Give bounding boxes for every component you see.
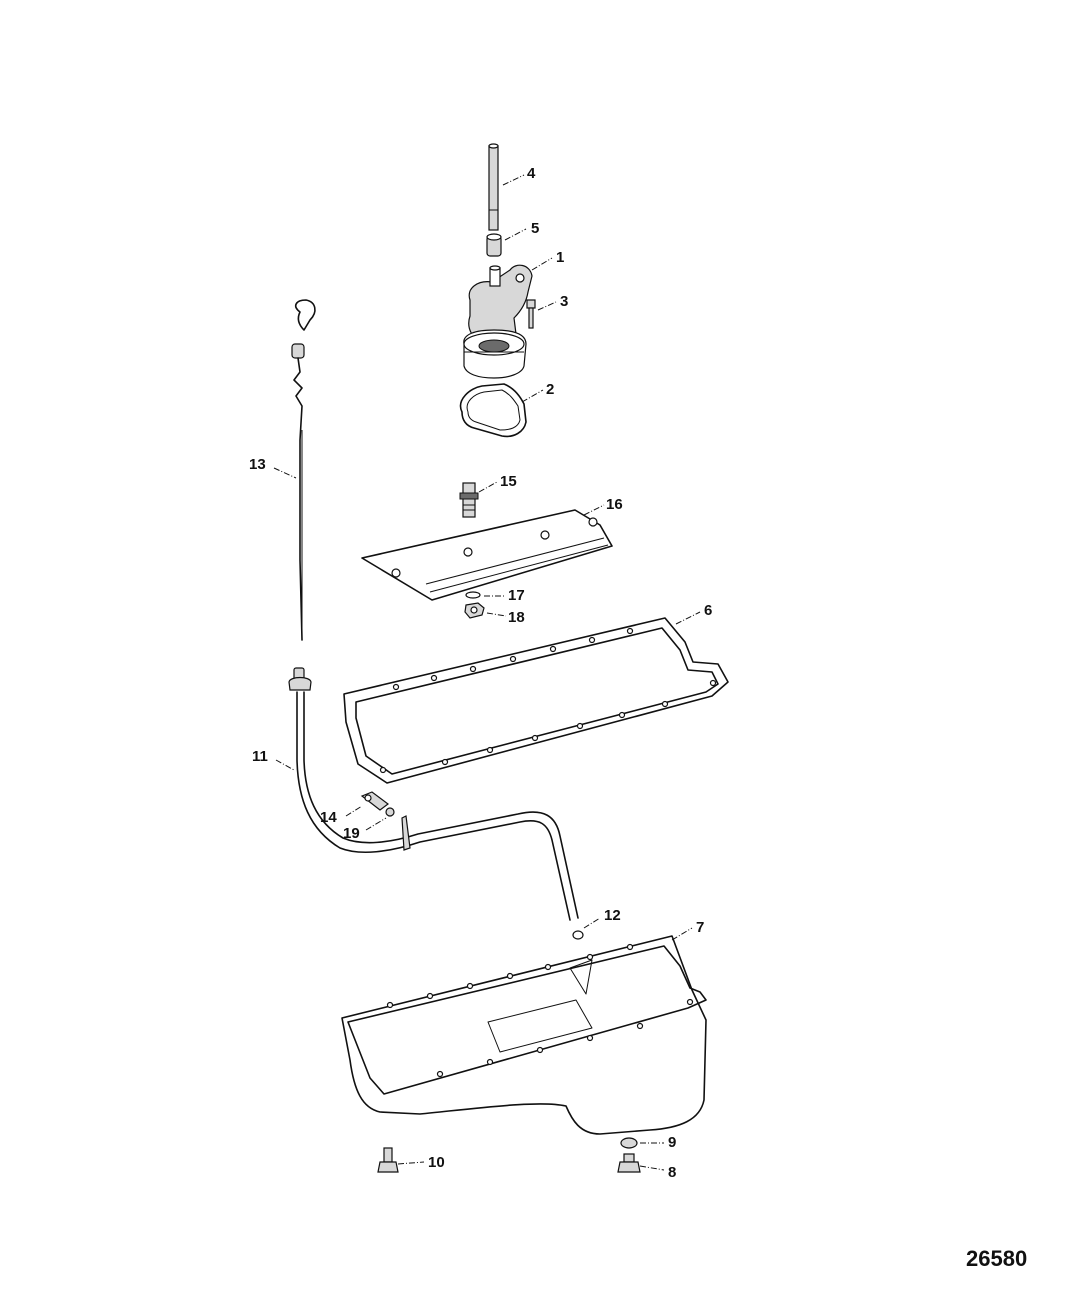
figure-number: 26580 — [966, 1246, 1027, 1271]
oil-pump — [463, 264, 533, 379]
callout-19: 19 — [343, 825, 360, 842]
callout-12: 12 — [604, 907, 621, 924]
callout-18: 18 — [508, 609, 525, 626]
callout-14: 14 — [320, 809, 337, 826]
callout-6: 6 — [704, 602, 712, 619]
callout-17: 17 — [508, 587, 525, 604]
drain-plug — [617, 1153, 641, 1173]
oil-pan-gasket — [343, 617, 729, 784]
callout-13: 13 — [249, 456, 266, 473]
callout-labels: 1 2 3 4 5 6 7 8 9 10 11 12 13 14 15 16 1… — [249, 165, 712, 1181]
callout-10: 10 — [428, 1154, 445, 1171]
callout-7: 7 — [696, 919, 704, 936]
callout-11: 11 — [252, 748, 268, 765]
pump-bolt — [526, 299, 536, 329]
callout-9: 9 — [668, 1134, 676, 1151]
callout-4: 4 — [527, 165, 536, 182]
oil-pan — [341, 935, 707, 1135]
callout-5: 5 — [531, 220, 539, 237]
stud — [459, 482, 479, 518]
callout-3: 3 — [560, 293, 568, 310]
o-ring — [572, 930, 584, 940]
callout-8: 8 — [668, 1164, 676, 1181]
callout-1: 1 — [556, 249, 564, 266]
tube-clamp — [360, 791, 389, 811]
leader-lines — [273, 174, 701, 1171]
callout-15: 15 — [500, 473, 517, 490]
screen-gasket — [459, 383, 527, 438]
shaft-coupling — [486, 233, 502, 257]
dipstick — [291, 299, 316, 641]
drain-plug-gasket — [620, 1137, 638, 1149]
windage-tray — [361, 509, 613, 601]
pan-bolt — [377, 1147, 399, 1173]
dipstick-tube — [288, 667, 579, 921]
washer — [465, 591, 481, 599]
nut — [464, 602, 485, 619]
callout-16: 16 — [606, 496, 623, 513]
clamp-screw — [385, 807, 395, 817]
pump-shaft — [488, 143, 499, 231]
callout-2: 2 — [546, 381, 554, 398]
